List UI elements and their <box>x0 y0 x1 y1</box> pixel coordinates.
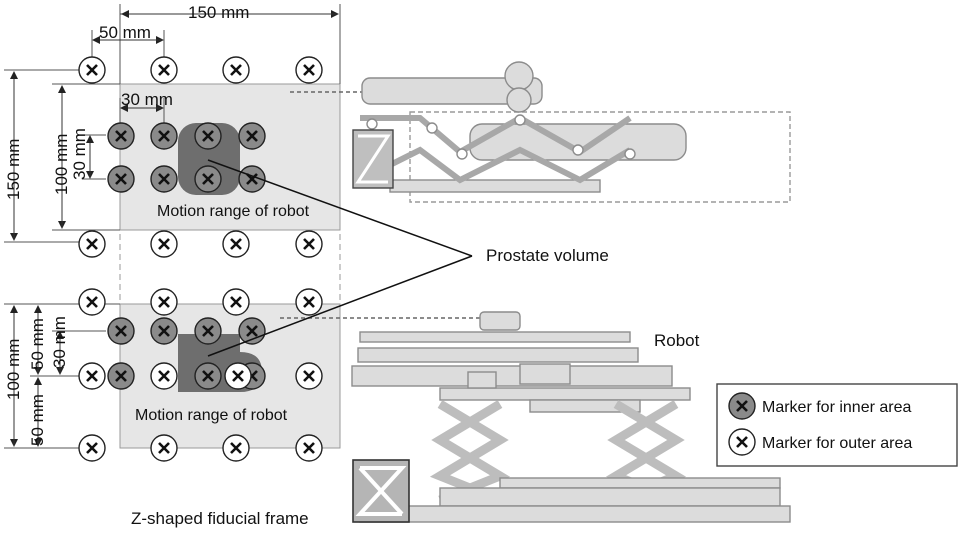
marker-outer-icon <box>224 362 252 390</box>
marker-inner-icon <box>150 317 178 345</box>
marker-outer-icon <box>222 230 250 258</box>
marker-outer-icon <box>222 434 250 462</box>
prostate-pointer-lines <box>207 159 473 357</box>
legend-inner-label: Marker for inner area <box>762 399 911 416</box>
dim-left-100: 100 mm <box>52 134 71 195</box>
marker-inner-icon <box>107 362 135 390</box>
marker-outer-icon <box>150 434 178 462</box>
marker-outer-icon <box>78 434 106 462</box>
prostate-volume-label: Prostate volume <box>486 246 609 265</box>
legend-inner-marker-icon <box>728 392 756 420</box>
dim-bottom-50a: 50 mm <box>28 318 47 370</box>
marker-outer-icon <box>78 230 106 258</box>
dim-top-150: 150 mm <box>188 3 249 22</box>
marker-layer <box>78 56 323 462</box>
marker-inner-icon <box>238 165 266 193</box>
marker-outer-icon <box>150 230 178 258</box>
marker-inner-icon <box>107 122 135 150</box>
marker-outer-icon <box>150 56 178 84</box>
top-view: 150 mm 50 mm 30 mm 150 mm 100 mm 30 mm M… <box>4 3 341 300</box>
marker-inner-icon <box>238 122 266 150</box>
marker-outer-icon <box>295 288 323 316</box>
marker-inner-icon <box>107 317 135 345</box>
marker-outer-icon <box>295 362 323 390</box>
dim-left-150: 150 mm <box>4 139 23 200</box>
dim-left-30: 30 mm <box>70 128 89 180</box>
dim-bottom-30: 30 mm <box>50 316 69 368</box>
dim-top-50: 50 mm <box>99 23 151 42</box>
marker-inner-icon <box>194 317 222 345</box>
marker-outer-icon <box>295 230 323 258</box>
marker-outer-icon <box>295 434 323 462</box>
motion-range-label-top: Motion range of robot <box>157 203 310 220</box>
dim-bottom-100: 100 mm <box>4 339 23 400</box>
robot-side-drawing <box>280 311 791 523</box>
dim-bottom-50b: 50 mm <box>28 394 47 446</box>
marker-outer-icon <box>222 288 250 316</box>
marker-inner-icon <box>194 122 222 150</box>
marker-outer-icon <box>150 362 178 390</box>
prostate-volume-top <box>178 123 240 195</box>
z-frame-label: Z-shaped fiducial frame <box>131 509 309 528</box>
marker-inner-icon <box>194 165 222 193</box>
marker-outer-icon <box>295 56 323 84</box>
robot-top-drawing <box>290 61 791 203</box>
marker-inner-icon <box>150 165 178 193</box>
marker-inner-icon <box>194 362 222 390</box>
marker-outer-icon <box>150 288 178 316</box>
robot-label: Robot <box>654 331 700 350</box>
marker-inner-icon <box>150 122 178 150</box>
motion-range-label-bottom: Motion range of robot <box>135 407 288 424</box>
legend-outer-marker-icon <box>728 428 756 456</box>
marker-outer-icon <box>78 362 106 390</box>
legend-outer-label: Marker for outer area <box>762 435 912 452</box>
dim-top-30: 30 mm <box>121 90 173 109</box>
marker-outer-icon <box>222 56 250 84</box>
legend: Marker for inner area Marker for outer a… <box>716 383 958 467</box>
marker-inner-icon <box>107 165 135 193</box>
marker-outer-icon <box>78 56 106 84</box>
marker-outer-icon <box>78 288 106 316</box>
